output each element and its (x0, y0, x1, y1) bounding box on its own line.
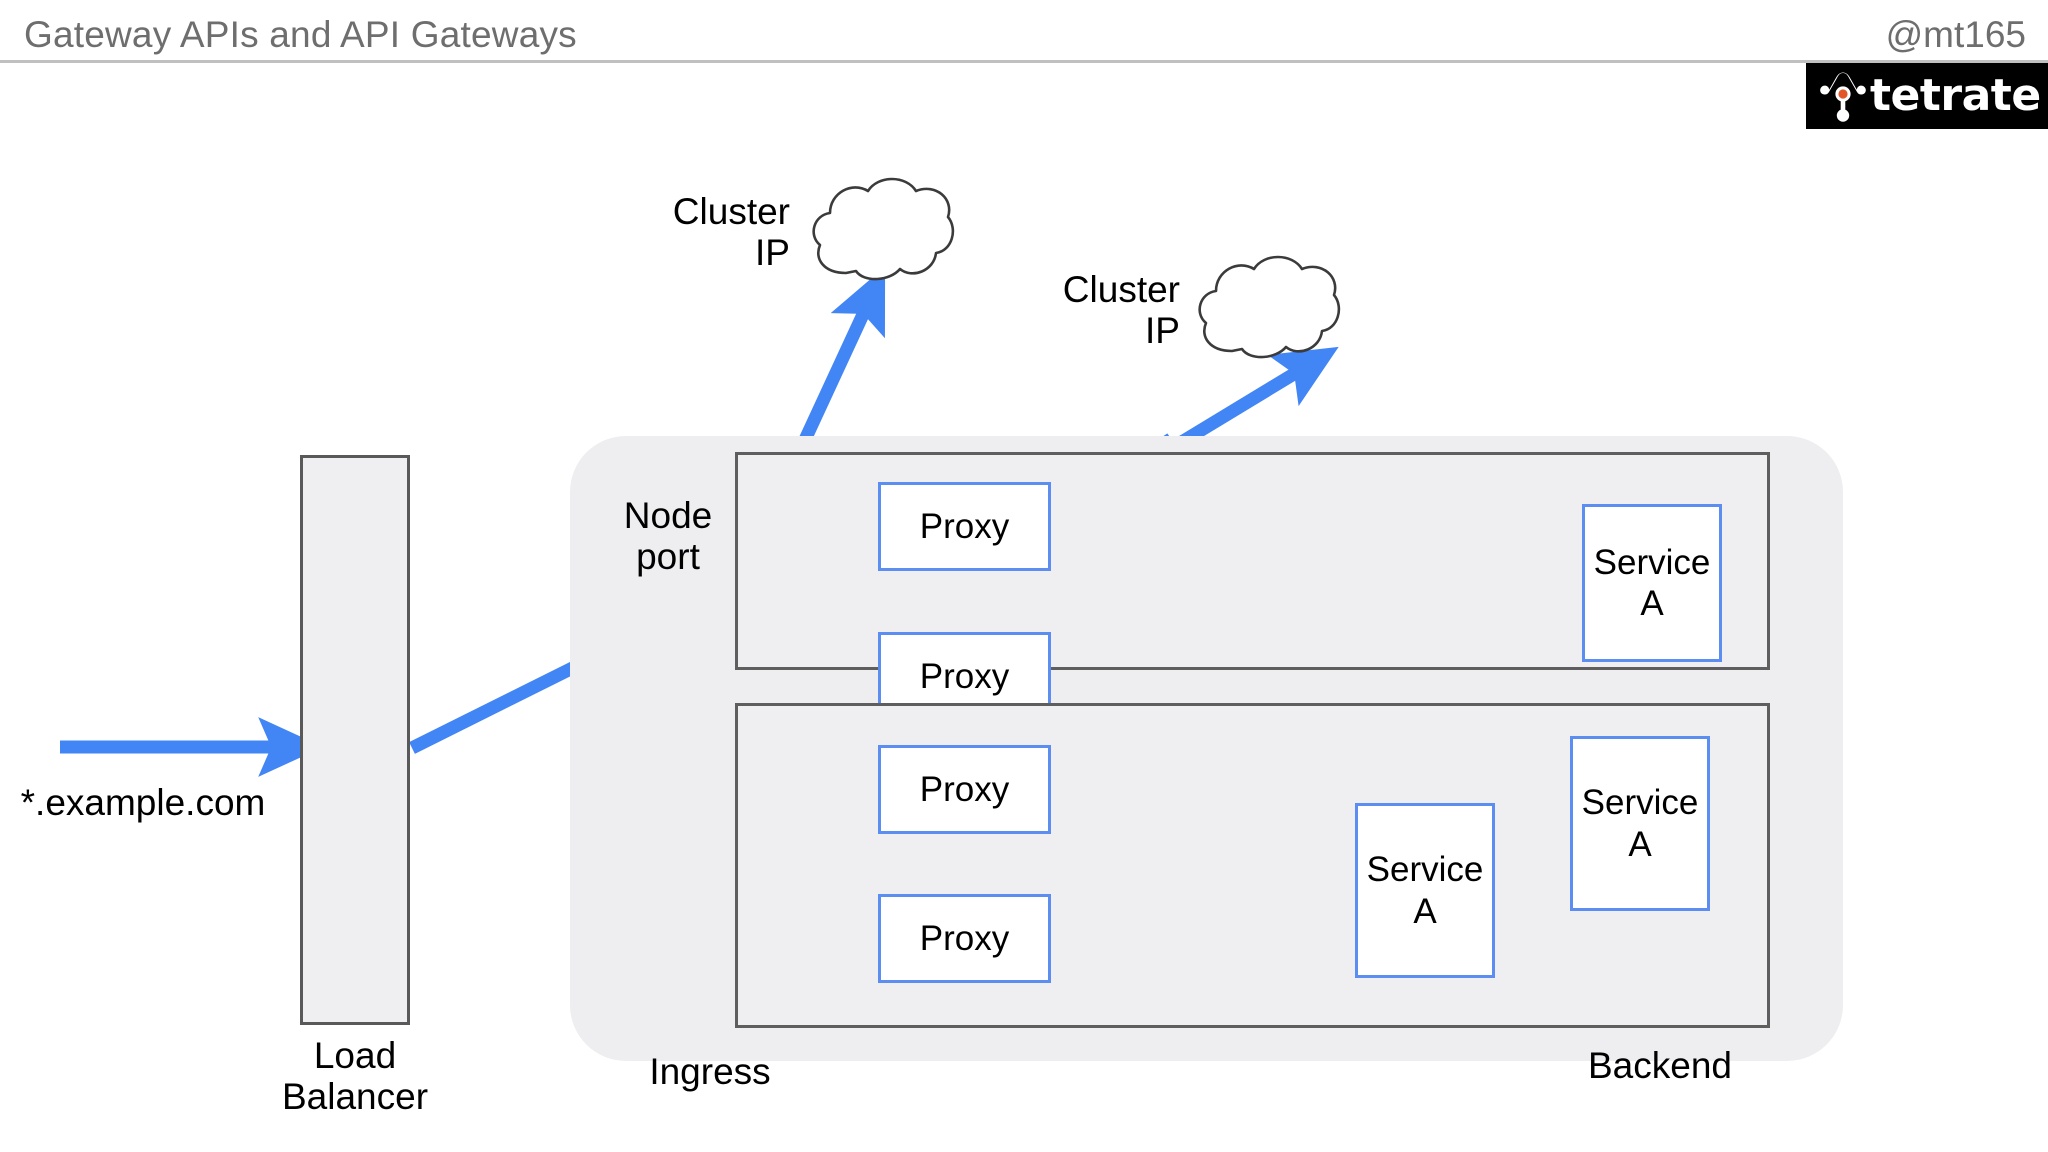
load-balancer-label: Load Balancer (281, 1035, 429, 1118)
backend-proxy-2[interactable]: Proxy (878, 894, 1051, 983)
tetrate-wordmark: tetrate (1870, 70, 2041, 121)
tetrate-logo: tetrate (1806, 63, 2048, 129)
backend-zone-label: Backend (1588, 1045, 1732, 1086)
backend-service-a-1[interactable]: Service A (1355, 803, 1495, 978)
ingress-zone-label: Ingress (649, 1051, 771, 1092)
backend-proxy-1[interactable]: Proxy (878, 745, 1051, 834)
cluster-ip-label-2: Cluster IP (1062, 269, 1180, 352)
page-title: Gateway APIs and API Gateways (24, 14, 577, 55)
cluster-ip-cloud-2 (1192, 251, 1342, 366)
cluster-ip-label-1: Cluster IP (672, 191, 790, 274)
architecture-diagram: Cluster IP Cluster IP *.example.com Load… (0, 63, 2048, 1152)
backend-service-a-2[interactable]: Service A (1570, 736, 1710, 911)
author-handle: @mt165 (1885, 14, 2026, 55)
cluster-ip-cloud-1 (806, 173, 956, 288)
tetrate-mark-icon (1818, 69, 1868, 123)
ingress-source-label: *.example.com (20, 782, 266, 823)
load-balancer-node (300, 455, 410, 1025)
ingress-proxy-1[interactable]: Proxy (878, 482, 1051, 571)
node-port-label: Node port (623, 495, 713, 578)
ingress-service-a[interactable]: Service A (1582, 504, 1722, 662)
slide-header: Gateway APIs and API Gateways @mt165 (0, 0, 2048, 63)
